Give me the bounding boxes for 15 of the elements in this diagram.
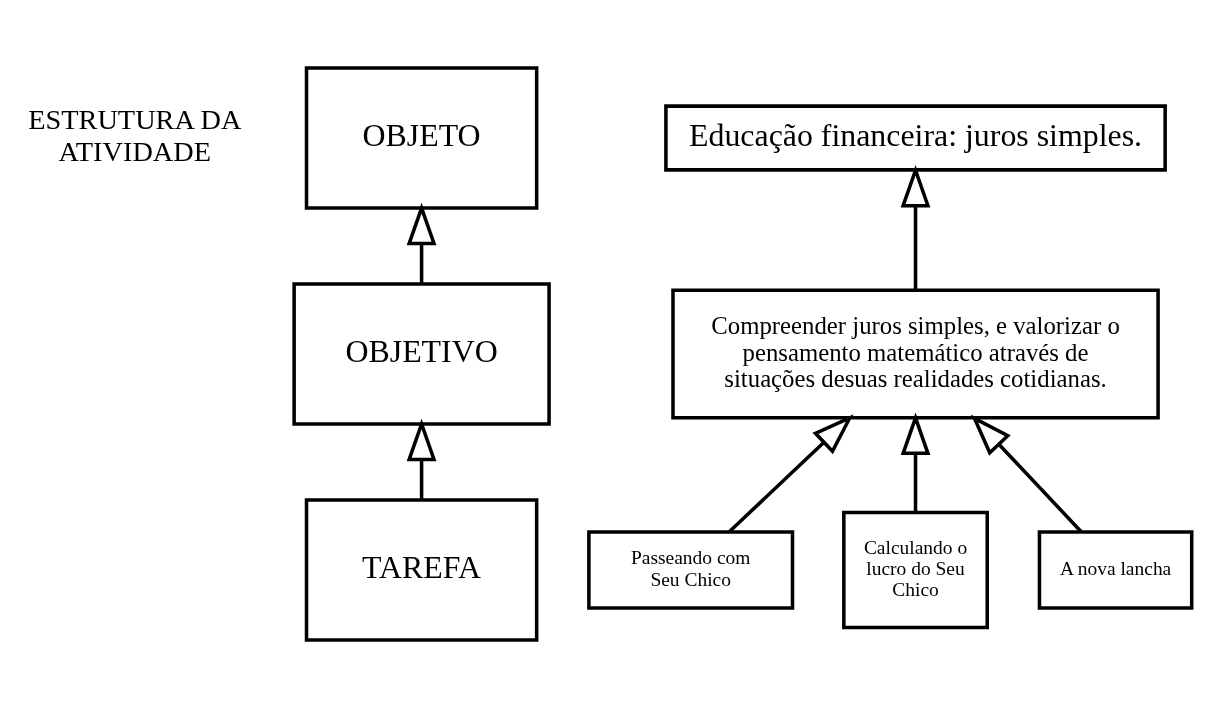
- arrow: [406, 202, 437, 284]
- arrow: [900, 412, 931, 513]
- arrow: [728, 414, 854, 533]
- node-box: TAREFA: [304, 498, 539, 642]
- node-box: Passeando com Seu Chico: [587, 530, 795, 610]
- arrow: [900, 164, 931, 291]
- label: ESTRUTURA DA ATIVIDADE: [28, 103, 242, 167]
- node-box: A nova lancha: [1037, 530, 1194, 610]
- node-box: Calculando o lucro do Seu Chico: [842, 510, 989, 630]
- node-box: OBJETIVO: [292, 282, 551, 426]
- node-box: Educação financeira: juros simples.: [664, 104, 1167, 172]
- node-box: Compreender juros simples, e valorizar o pensamento matemático através de situações desuas realidades cotidianas.: [671, 288, 1160, 420]
- arrow: [406, 418, 437, 500]
- arrow: [970, 414, 1083, 533]
- node-box: OBJETO: [304, 66, 539, 210]
